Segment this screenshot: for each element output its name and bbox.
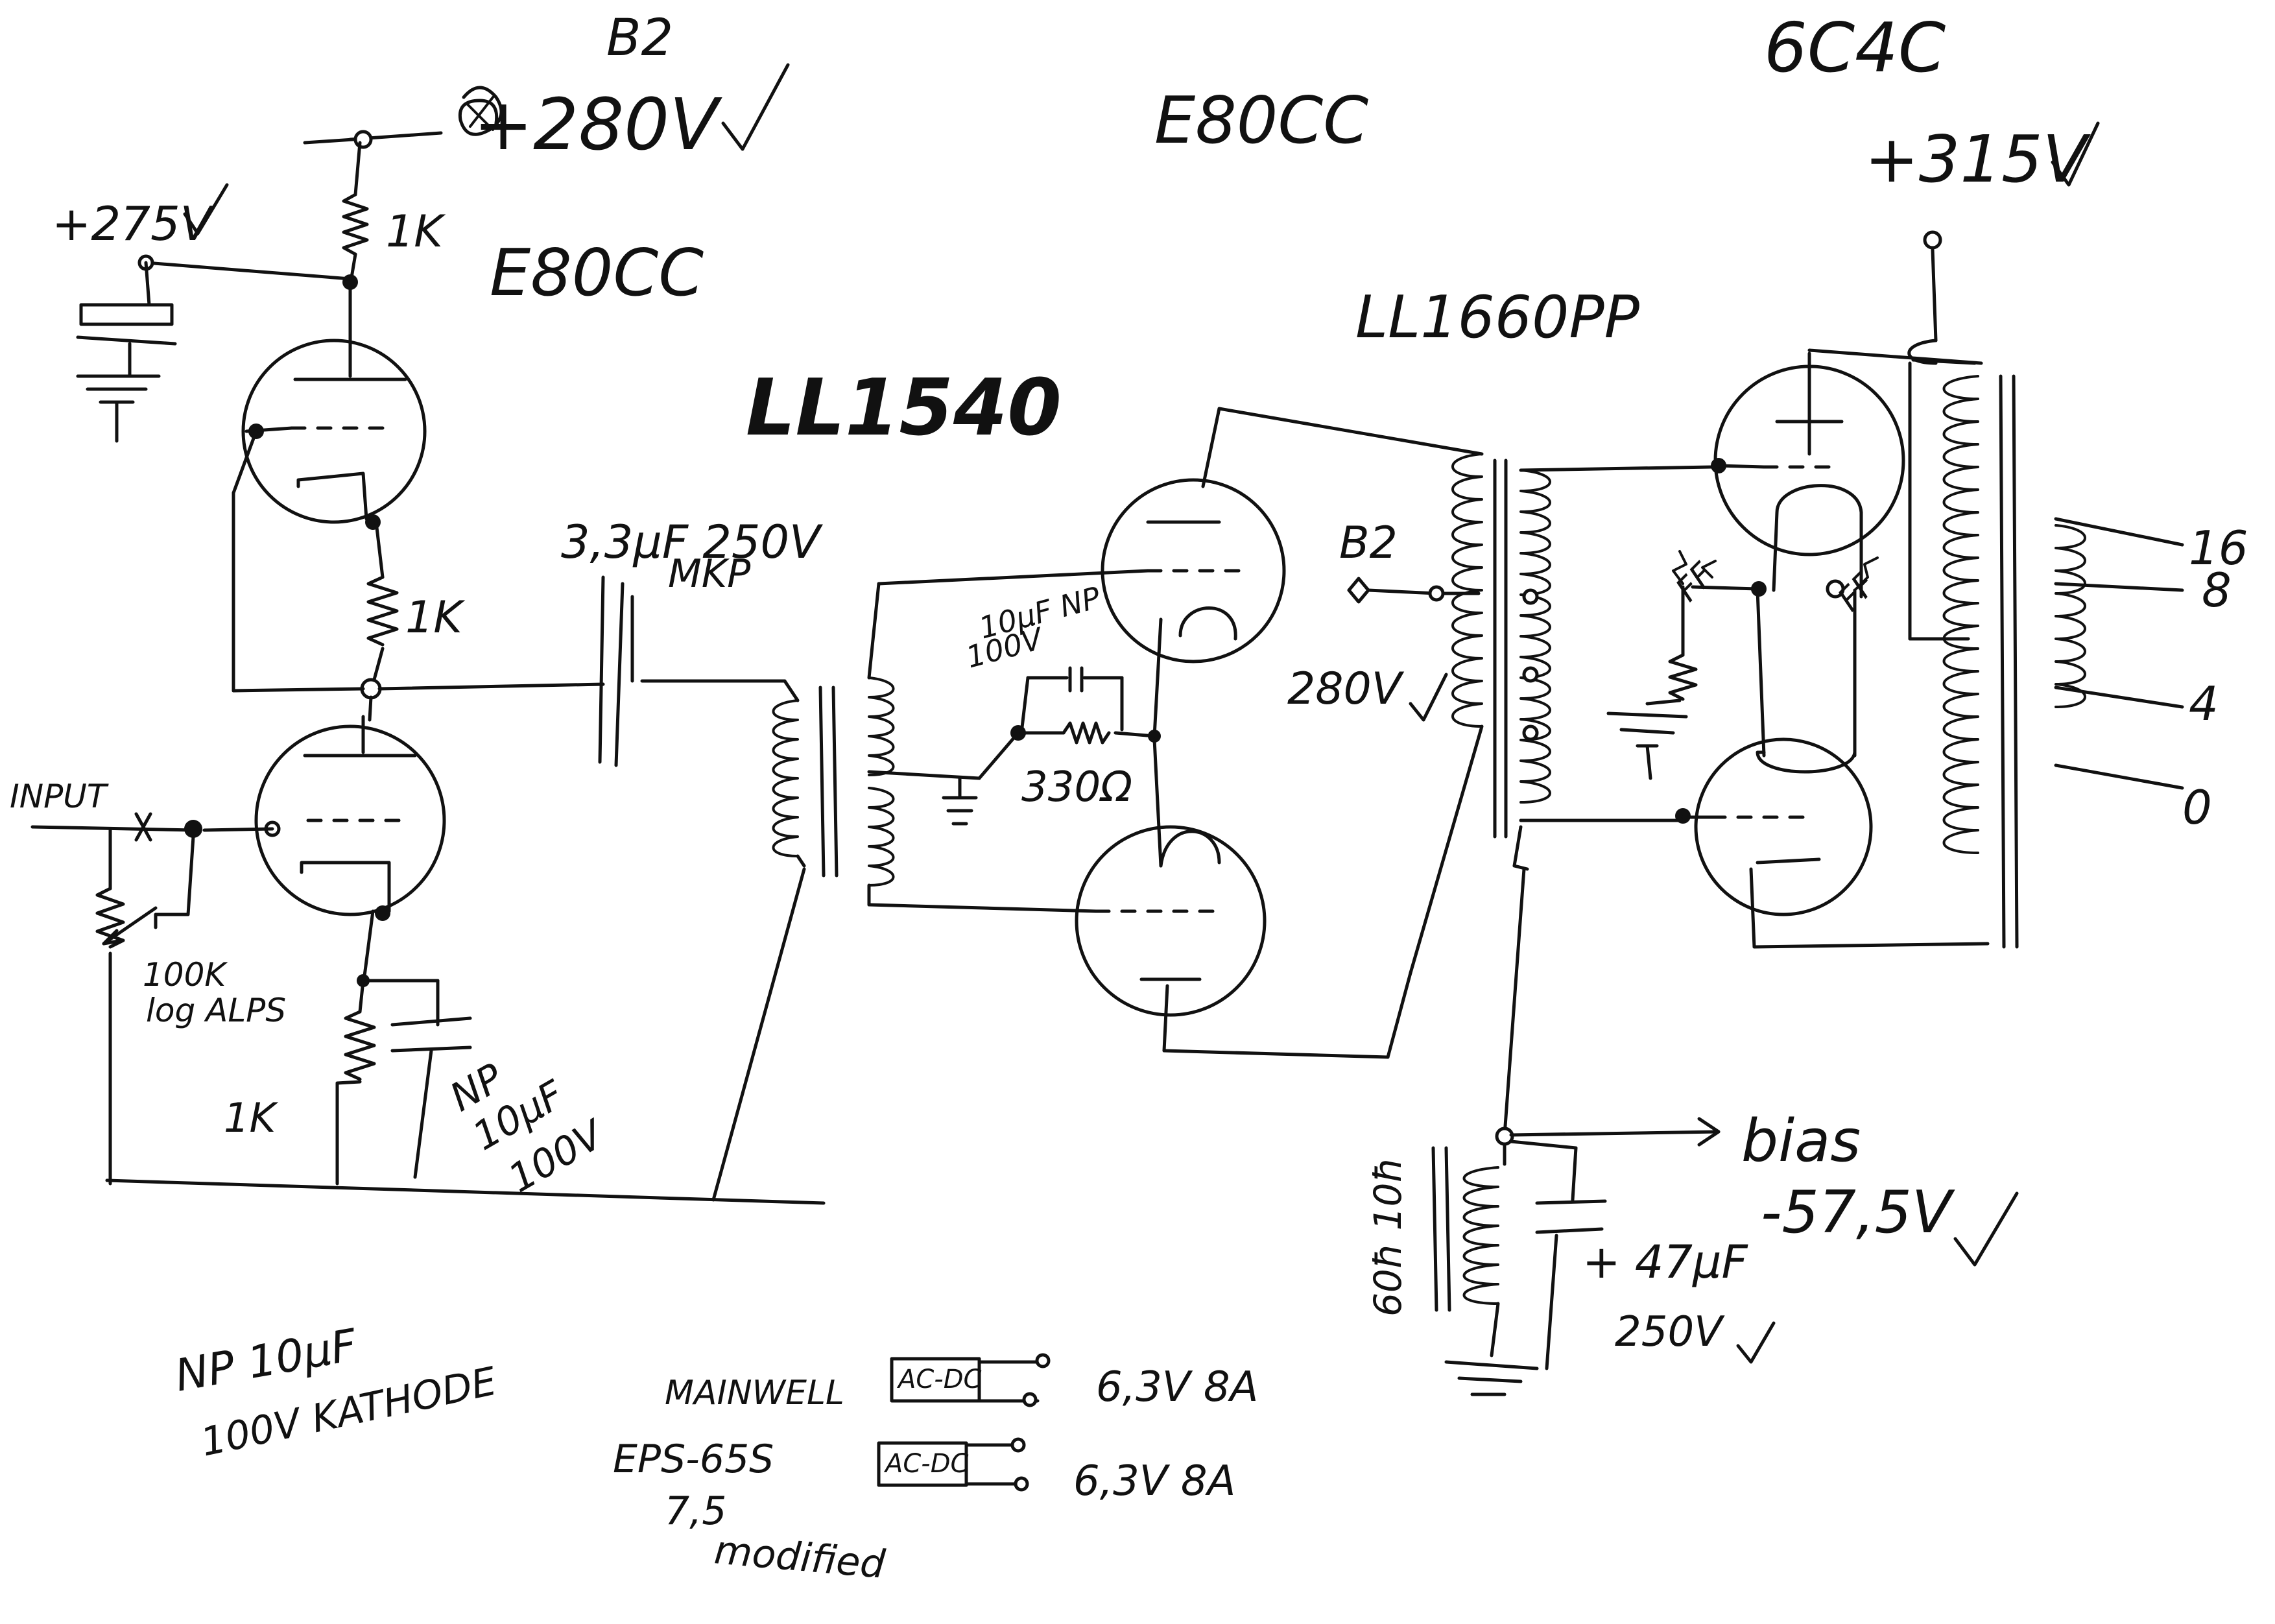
driver-stage — [877, 407, 1484, 1059]
resistor-1k-top — [342, 193, 369, 256]
label-psu2-note-b: modified — [713, 1527, 888, 1588]
label-e80cc-center: E80CC — [1154, 82, 1368, 158]
bias-resistor — [1668, 653, 1698, 701]
label-pot-log-alps: log ALPS — [146, 992, 286, 1029]
ll1540-transformer — [711, 582, 1098, 1202]
ll1660pp-transformer — [1347, 453, 1714, 1137]
label-1k-top: 1K — [386, 206, 446, 257]
b-plus-315-terminal — [1923, 230, 1942, 250]
e80cc-upper-triode — [241, 339, 427, 524]
resistor-1k-mid — [366, 575, 399, 647]
labels: B2 +280V +275V 1K E80CC E80CC 6C4C +315V… — [10, 8, 2248, 1588]
label-1k-cathode: 1K — [224, 1094, 278, 1141]
label-tap-4: 4 — [2189, 676, 2219, 731]
label-plus-315v: +315V — [1864, 121, 2091, 197]
ground-bus — [105, 1178, 826, 1205]
label-ll1540: LL1540 — [746, 363, 1062, 453]
label-tap-16: 16 — [2189, 521, 2248, 575]
label-choke: 60ħ 10ħ — [1366, 1156, 1410, 1317]
label-psu1-output: 6,3V 8A — [1096, 1363, 1258, 1411]
cathode-resistor-1k — [344, 1010, 376, 1081]
psu2-box — [877, 1441, 968, 1487]
note-np-10uf: NP 10µF — [171, 1320, 361, 1402]
decoupling-capacitor — [79, 303, 174, 326]
6c4c-lower-tube — [1694, 737, 1873, 916]
label-bias: bias — [1741, 1107, 1861, 1175]
volume-potentiometer — [95, 887, 125, 949]
label-1k-mid: 1K — [405, 592, 466, 643]
label-ll1660pp: LL1660PP — [1355, 283, 1640, 352]
label-psu2-box: AC-DC — [883, 1449, 969, 1479]
label-47uf-250v: 250V — [1615, 1308, 1725, 1356]
driver-upper-triode — [1101, 478, 1286, 663]
e80cc-lower-triode — [254, 724, 446, 916]
label-coupling-cap: 3,3µF 250V — [561, 516, 823, 569]
scribble-mark — [458, 86, 503, 136]
bias-supply — [1431, 1117, 1721, 1396]
driver-lower-triode — [1075, 825, 1267, 1017]
label-plus-280v-top: +280V — [473, 83, 722, 166]
label-47uf: + 47µF — [1582, 1236, 1749, 1289]
label-input: INPUT — [10, 778, 109, 815]
label-psu2-note-a: 7,5 — [665, 1488, 726, 1534]
label-mkp: MKP — [668, 551, 751, 597]
coupling-capacitor — [598, 575, 787, 767]
input-stage — [30, 130, 826, 1205]
output-stage — [1606, 230, 1990, 949]
terminal-node — [353, 130, 373, 149]
label-psu2-output: 6,3V 8A — [1073, 1457, 1235, 1505]
label-plus-275v: +275V — [52, 197, 215, 251]
label-6c4c: 6C4C — [1764, 8, 1946, 88]
label-bias-voltage: -57,5V — [1761, 1178, 1955, 1247]
label-tap-8: 8 — [2202, 563, 2232, 617]
label-pot-100k: 100K — [143, 956, 228, 994]
label-b2-top: B2 — [606, 9, 673, 67]
label-psu1-box: AC-DC — [896, 1365, 982, 1394]
check-marks — [183, 63, 2100, 1364]
label-psu1-name: MAINWELL — [665, 1374, 844, 1413]
heater-supplies — [877, 1353, 1051, 1492]
label-330-ohm: 330Ω — [1021, 763, 1132, 811]
label-b2-mid: B2 — [1339, 518, 1398, 569]
psu1-box — [890, 1357, 981, 1403]
resistor-330 — [1062, 721, 1111, 745]
label-280v-mid: 280V — [1287, 663, 1405, 715]
label-psu2-name: EPS-65S — [613, 1437, 774, 1482]
label-e80cc-left: E80CC — [490, 235, 704, 311]
label-tap-0: 0 — [2182, 780, 2212, 835]
label-ff-right: FF — [1830, 565, 1884, 619]
output-transformer — [1908, 361, 2184, 949]
